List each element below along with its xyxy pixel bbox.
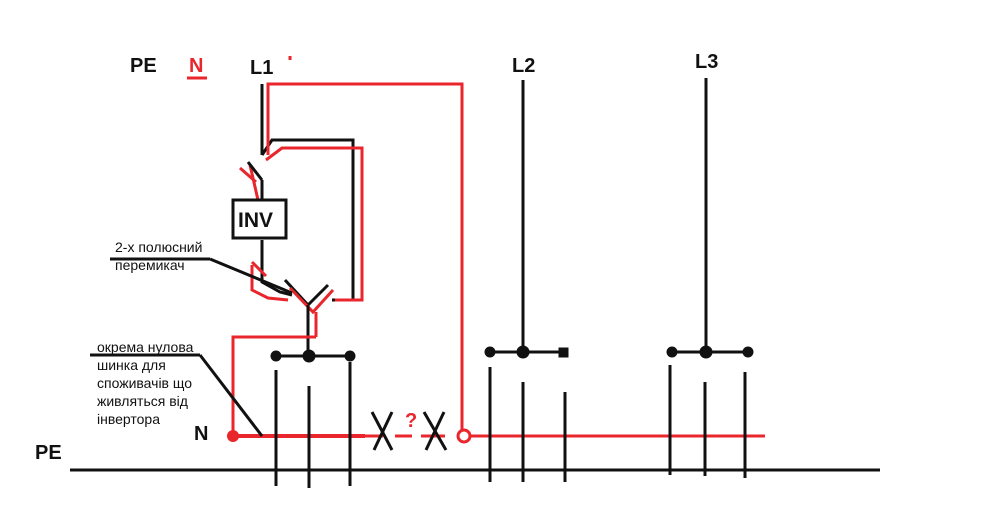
- busbar-note-line-2: шинка для: [97, 357, 166, 373]
- l3-label: L3: [695, 51, 718, 73]
- question-mark: ?: [405, 410, 417, 432]
- pe-left-label: PE: [35, 442, 62, 464]
- neutral-node-right: [456, 428, 472, 444]
- inverter-box: [231, 198, 288, 240]
- main-neutral-feed: [266, 56, 464, 436]
- n-left-label: N: [194, 423, 208, 445]
- l2-label: L2: [512, 55, 535, 77]
- neutral-node-left: [227, 430, 239, 442]
- switch-note-leader: [209, 257, 293, 295]
- break-mark-left: [370, 411, 394, 451]
- pe-top-label: PE: [130, 55, 157, 77]
- l1-label: L1: [250, 57, 273, 79]
- l1-feed: [260, 84, 355, 302]
- group-1-busbar: [270, 349, 356, 488]
- busbar-note-line-1: окрема нулова: [97, 339, 194, 355]
- two-pole-switch: [250, 260, 335, 320]
- l2-phase: [484, 80, 569, 482]
- switch-note-line-1: 2-х полюсний: [115, 239, 202, 255]
- inverter-input-wires: [239, 146, 364, 302]
- inverter-neutral-wire: [231, 335, 316, 436]
- busbar-note-line-4: живляться від: [97, 393, 188, 409]
- busbar-note-line-3: споживачів що: [97, 375, 192, 391]
- switch-note-line-2: перемикач: [115, 257, 185, 273]
- busbar-note-line-5: інвертора: [97, 411, 160, 427]
- inverter-label: INV: [238, 209, 273, 232]
- inverter-black-wires: [246, 161, 264, 265]
- l3-phase: [655, 78, 765, 478]
- busbar-note-leader: [198, 354, 264, 437]
- break-mark-right: [422, 411, 448, 451]
- n-top-label: N: [189, 55, 203, 77]
